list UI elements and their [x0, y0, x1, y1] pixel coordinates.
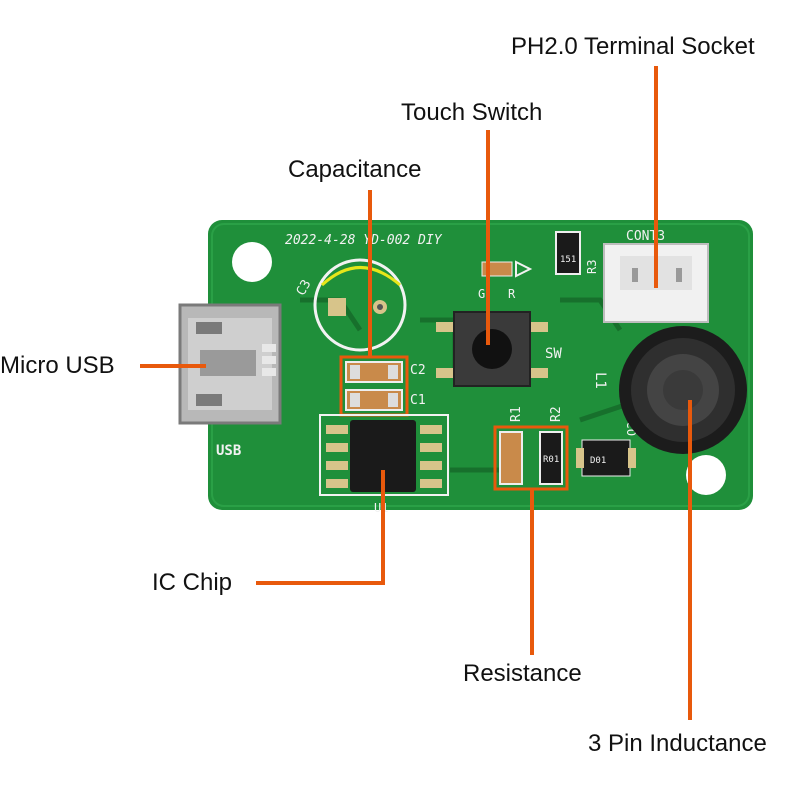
label-c3: C3 — [294, 277, 315, 298]
label-sw: SW — [545, 346, 562, 362]
resistors-r1-r2 — [493, 425, 569, 491]
label-r3-code: 151 — [560, 255, 576, 265]
callout-micro-usb: Micro USB — [0, 352, 115, 379]
mounting-hole — [686, 455, 726, 495]
label-cont3: CONT3 — [626, 229, 665, 244]
label-led-r: R — [508, 287, 516, 301]
label-c1: C1 — [410, 393, 426, 408]
capacitors-c1-c2 — [339, 355, 409, 417]
label-r1: R1 — [509, 406, 524, 422]
label-l1: L1 — [592, 372, 608, 389]
label-usb: USB — [216, 443, 241, 459]
label-r2-code: R01 — [543, 455, 559, 465]
label-q-code: D01 — [590, 456, 606, 466]
touch-switch — [436, 311, 548, 387]
inductor-l1 — [619, 326, 747, 454]
transistor-q2 — [576, 439, 636, 477]
label-led-g: G — [478, 287, 485, 301]
label-c2: C2 — [410, 363, 426, 378]
callout-line-ic-chip — [256, 470, 385, 585]
callout-capacitance: Capacitance — [288, 156, 422, 183]
micro-usb-connector — [178, 303, 282, 425]
callout-resistance: Resistance — [463, 660, 582, 687]
label-r3: R3 — [585, 260, 599, 274]
resistor-r3 — [555, 231, 581, 275]
callout-inductance: 3 Pin Inductance — [588, 730, 767, 757]
callout-touch-switch: Touch Switch — [401, 99, 543, 126]
board-id-label: 2022-4-28 YD-002 DIY — [285, 233, 443, 248]
callout-ph-socket: PH2.0 Terminal Socket — [511, 33, 755, 60]
mounting-hole — [232, 242, 272, 282]
callout-lines — [140, 66, 692, 720]
callout-ic-chip: IC Chip — [152, 569, 233, 596]
label-r2: R2 — [549, 406, 564, 422]
capacitor-c3-footprint — [313, 258, 407, 352]
